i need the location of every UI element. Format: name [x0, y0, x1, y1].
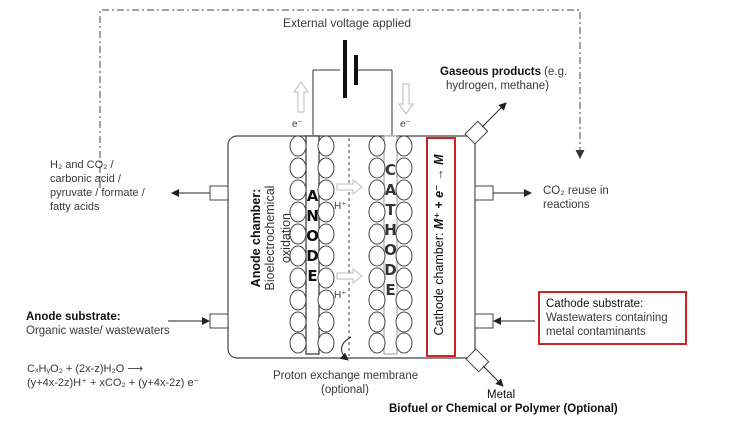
- electron-label-right: e⁻: [400, 119, 411, 130]
- electron-arrow-down-icon: [398, 83, 414, 115]
- right-port-lower: [474, 313, 494, 329]
- equation-line2: (y+4x-2z)H⁺ + xCO₂ + (y+4x-2z) e⁻: [27, 377, 200, 389]
- gaseous-products-label: Gaseous products (e.g.: [440, 66, 568, 78]
- equation-line1: CₓHᵧO₂ + (2x-z)H₂O ⟶: [27, 363, 144, 375]
- anode-substrate-title: Anode substrate:: [26, 311, 121, 323]
- membrane-pointer: [340, 336, 352, 361]
- gaseous-products-examples: hydrogen, methane): [446, 80, 549, 92]
- cathode-chamber-label: Cathode chamber: M⁺ + e⁻ → M: [432, 154, 446, 336]
- cathode-electrode: [383, 135, 398, 355]
- co2-reuse-label: CO₂ reuse in: [543, 185, 609, 197]
- anode-chamber-process: Bioelectrochemical: [263, 185, 277, 291]
- left-products-line: H₂ and CO₂ /: [50, 159, 114, 171]
- voltage-label: External voltage applied: [283, 16, 412, 30]
- cathode-substrate-line1: Wastewaters containing: [546, 312, 668, 324]
- bottom-products-label: Biofuel or Chemical or Polymer (Optional…: [389, 403, 618, 415]
- anode-letter: D: [306, 247, 319, 265]
- cathode-substrate-box: [538, 291, 687, 345]
- cathode-letter: D: [384, 261, 397, 279]
- cathode-substrate-title: Cathode substrate:: [546, 298, 644, 310]
- anode-substrate-desc: Organic waste/ wastewaters: [26, 325, 170, 337]
- left-port-upper: [209, 185, 229, 201]
- anode-chamber-process-line2: oxidation: [279, 212, 293, 264]
- cathode-letter: A: [384, 181, 397, 199]
- membrane-label: Proton exchange membrane: [273, 370, 419, 382]
- cathode-chamber-box: [426, 137, 456, 357]
- co2-reuse-label-line2: reactions: [543, 199, 590, 211]
- proton-label-upper: H⁺: [334, 201, 347, 212]
- proton-arrow-lower-icon: [336, 267, 363, 285]
- cathode-substrate-line2: metal contaminants: [546, 326, 646, 338]
- cathode-letter: O: [384, 241, 397, 259]
- electron-arrow-up-icon: [293, 81, 309, 113]
- left-products-line: carbonic acid /: [50, 173, 121, 185]
- anode-letter: E: [307, 267, 318, 285]
- cathode-letter: H: [384, 221, 397, 239]
- right-port-upper: [474, 185, 494, 201]
- left-port-lower: [209, 313, 229, 329]
- left-products-line: fatty acids: [50, 201, 100, 213]
- proton-label-lower: H⁺: [334, 290, 347, 301]
- cathode-label: C A T H O D E: [384, 160, 397, 300]
- electron-label-left: e⁻: [292, 119, 303, 130]
- battery-icon: [312, 40, 393, 135]
- metal-label: Metal: [487, 389, 516, 401]
- anode-letter: N: [306, 207, 319, 225]
- membrane-optional: (optional): [321, 384, 369, 396]
- anode-letter: A: [306, 187, 319, 205]
- recycle-loop-line: [99, 9, 585, 188]
- cathode-letter: C: [384, 161, 396, 179]
- anode-electrode: [305, 135, 320, 355]
- cathode-letter: E: [385, 281, 396, 299]
- cathode-biofilm: [368, 135, 413, 354]
- left-products-line: pyruvate / formate /: [50, 187, 145, 199]
- cathode-letter: T: [385, 201, 396, 219]
- anode-label: A N O D E: [306, 186, 319, 286]
- anode-letter: O: [306, 227, 319, 245]
- anode-biofilm: [289, 135, 335, 354]
- proton-arrow-upper-icon: [336, 178, 363, 196]
